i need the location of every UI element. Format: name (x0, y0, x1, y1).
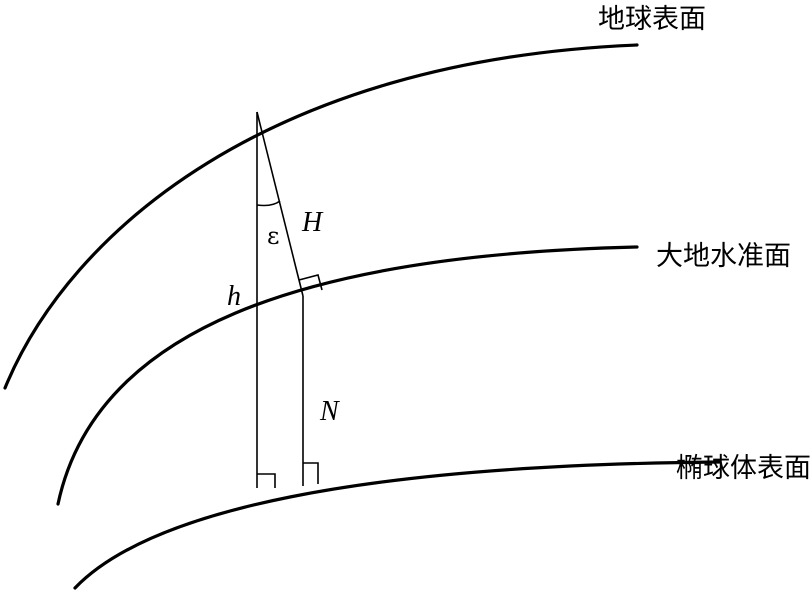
H-line (256, 111, 304, 297)
ellipsoid-surface-curve (73, 460, 722, 590)
epsilon-label: ε (267, 222, 279, 250)
right-angle-mark-geoid (298, 274, 323, 291)
earth-surface-curve (3, 43, 639, 390)
geoid-label: 大地水准面 (656, 241, 791, 272)
H-label: H (301, 207, 324, 238)
h-label: h (227, 281, 241, 312)
ellipsoid-surface-label: 椭球体表面 (676, 453, 810, 484)
geoid-curve (56, 245, 639, 506)
right-angle-mark-N (303, 462, 319, 484)
right-angle-mark-h (257, 473, 276, 488)
epsilon-angle-arc (256, 200, 281, 207)
N-label: N (319, 396, 340, 427)
earth-surface-label: 地球表面 (598, 4, 706, 35)
